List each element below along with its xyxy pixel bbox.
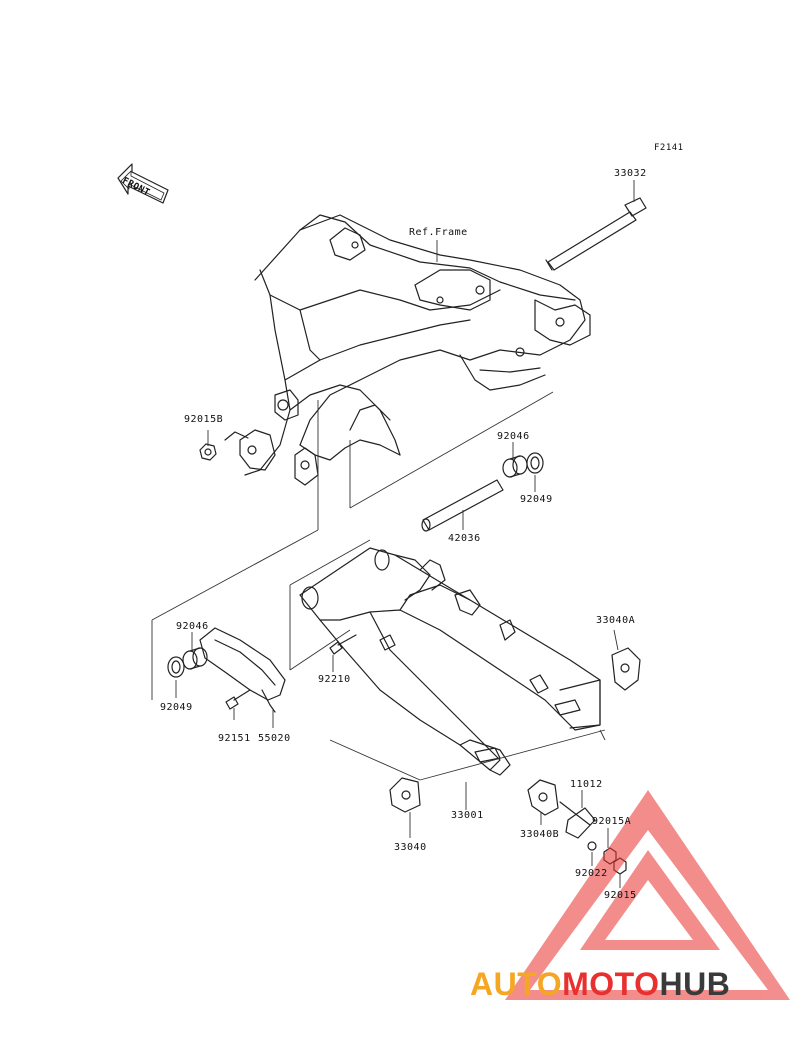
chain-guide-55020 xyxy=(199,627,286,713)
watermark-auto: AUTO xyxy=(470,966,563,1002)
part-label-33040A[interactable]: 33040A xyxy=(596,615,636,626)
part-label-92049-top[interactable]: 92049 xyxy=(520,494,553,505)
watermark-moto: MOTO xyxy=(562,966,660,1002)
watermark-triangle-icon xyxy=(505,790,790,1000)
bracket-33040 xyxy=(389,777,421,813)
front-arrow-icon xyxy=(117,163,169,204)
collar-92046-top xyxy=(502,455,528,478)
part-label-92046-top[interactable]: 92046 xyxy=(497,431,530,442)
watermark-brand: AUTOMOTOHUB xyxy=(470,966,730,1003)
part-label-33001[interactable]: 33001 xyxy=(451,810,484,821)
part-label-92151[interactable]: 92151 xyxy=(218,733,251,744)
part-label-42036[interactable]: 42036 xyxy=(448,533,481,544)
part-label-11012[interactable]: 11012 xyxy=(570,779,603,790)
pin-92022 xyxy=(587,841,597,851)
part-label-33040B[interactable]: 33040B xyxy=(520,829,560,840)
part-label-92015A[interactable]: 92015A xyxy=(592,816,632,827)
part-label-33040[interactable]: 33040 xyxy=(394,842,427,853)
figure-code: F2141 xyxy=(654,143,684,153)
bracket-33040A xyxy=(611,647,641,691)
screw-92210 xyxy=(329,634,357,655)
screw-92151 xyxy=(225,689,251,710)
frame-drawing xyxy=(224,214,591,486)
swingarm-33001 xyxy=(299,547,601,776)
washer-92049-top xyxy=(526,452,544,474)
leader-lines xyxy=(151,180,635,888)
plate-11012 xyxy=(559,801,596,839)
part-label-92049-left[interactable]: 92049 xyxy=(160,702,193,713)
collar-92046-left xyxy=(182,647,208,670)
sleeve-42036 xyxy=(421,479,504,532)
part-label-55020[interactable]: 55020 xyxy=(258,733,291,744)
part-label-92046-left[interactable]: 92046 xyxy=(176,621,209,632)
part-label-92022[interactable]: 92022 xyxy=(575,868,608,879)
part-label-33032[interactable]: 33032 xyxy=(614,168,647,179)
part-label-92015B[interactable]: 92015B xyxy=(184,414,224,425)
axle-bolt-33032 xyxy=(545,197,647,271)
part-label-92210[interactable]: 92210 xyxy=(318,674,351,685)
part-label-92015[interactable]: 92015 xyxy=(604,890,637,901)
nut-92015B xyxy=(199,443,217,461)
bracket-33040B xyxy=(527,779,559,816)
watermark-hub: HUB xyxy=(659,966,731,1002)
ref-frame-label: Ref.Frame xyxy=(409,227,468,238)
washer-92049-left xyxy=(167,656,185,678)
